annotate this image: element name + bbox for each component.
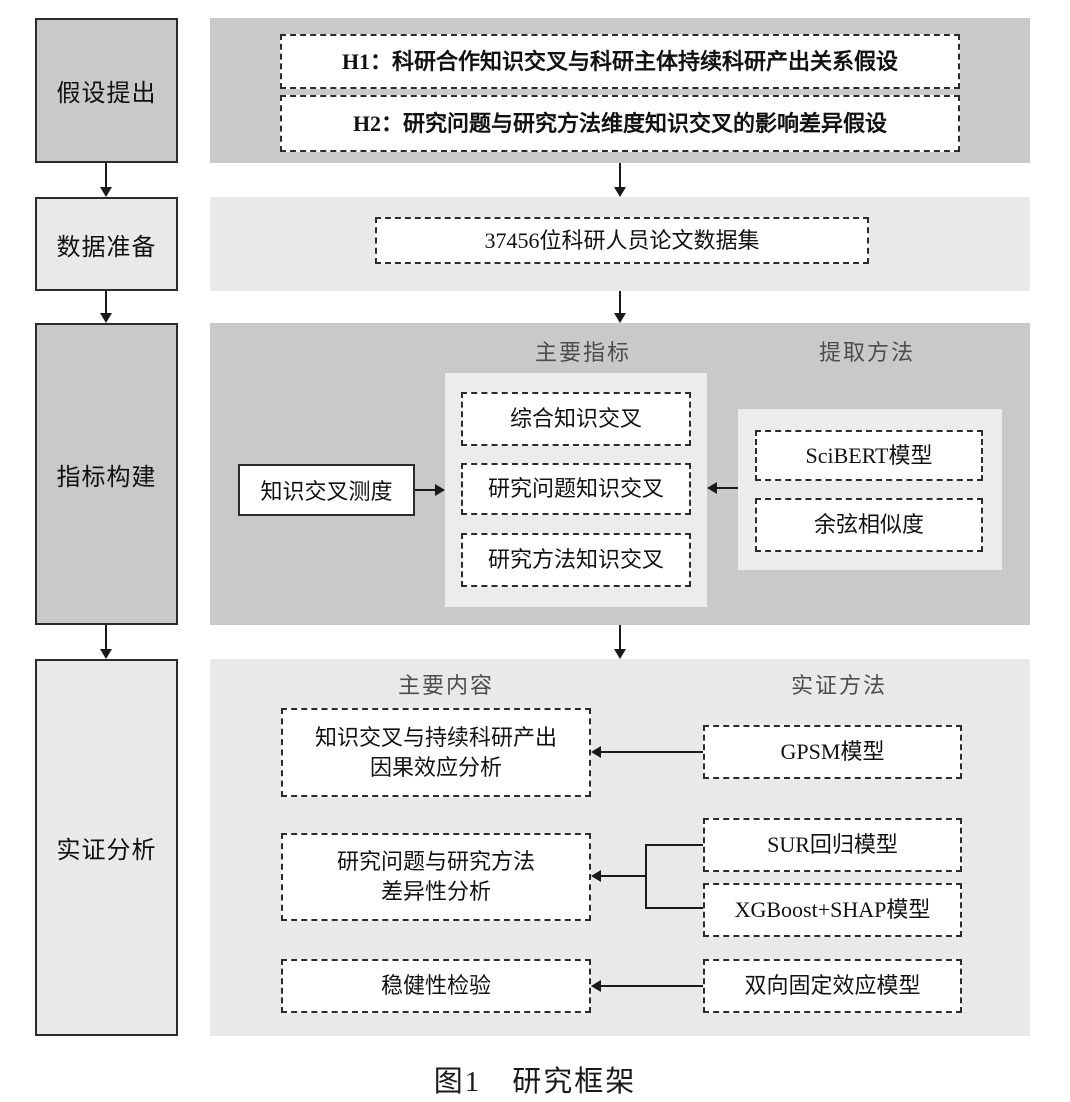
arrow-down-icon bbox=[100, 625, 112, 659]
stage-empirical-analysis: 实证分析 bbox=[35, 659, 178, 1036]
method-text: SciBERT模型 bbox=[805, 442, 933, 468]
method-text: 余弦相似度 bbox=[813, 512, 924, 537]
indicator-text: 研究问题知识交叉 bbox=[487, 476, 664, 501]
stage-label: 实证分析 bbox=[56, 838, 157, 864]
method-box-cosine-similarity: 余弦相似度 bbox=[755, 498, 983, 552]
extraction-methods-container: SciBERT模型 余弦相似度 bbox=[738, 409, 1002, 570]
arrow-left-icon bbox=[707, 482, 738, 494]
connector-line bbox=[645, 907, 703, 909]
stage-label: 指标构建 bbox=[56, 464, 157, 491]
method-box-sur-regression: SUR回归模型 bbox=[703, 818, 962, 872]
hypothesis-h2-box: H2：研究问题与研究方法维度知识交叉的影响差异假设 bbox=[280, 95, 960, 152]
arrow-down-icon bbox=[100, 291, 112, 323]
indicator-box-research-question: 研究问题知识交叉 bbox=[461, 463, 691, 515]
panel-hypothesis: H1：科研合作知识交叉与科研主体持续科研产出关系假设 H2：研究问题与研究方法维… bbox=[210, 18, 1030, 163]
method-box-xgboost-shap: XGBoost+SHAP模型 bbox=[703, 883, 962, 937]
content-box-difference-analysis: 研究问题与研究方法 差异性分析 bbox=[281, 833, 591, 921]
arrow-right-icon bbox=[415, 484, 445, 496]
column-header-main-content: 主要内容 bbox=[397, 673, 494, 698]
stage-label: 数据准备 bbox=[56, 234, 157, 261]
knowledge-intersection-measure-box: 知识交叉测度 bbox=[238, 464, 415, 516]
indicator-text: 综合知识交叉 bbox=[509, 406, 642, 431]
arrow-down-icon bbox=[614, 163, 626, 197]
stage-hypothesis: 假设提出 bbox=[35, 18, 178, 163]
method-text: 双向固定效应模型 bbox=[744, 973, 921, 998]
dataset-box: 37456位科研人员论文数据集 bbox=[375, 217, 869, 264]
arrow-down-icon bbox=[614, 625, 626, 659]
panel-indicator-construction: 主要指标 提取方法 知识交叉测度 综合知识交叉 研究问题知识交叉 研究方法知识交… bbox=[210, 323, 1030, 625]
content-text-line1: 研究问题与研究方法 bbox=[336, 849, 535, 874]
column-header-extraction-methods: 提取方法 bbox=[818, 340, 915, 365]
indicator-text: 研究方法知识交叉 bbox=[487, 547, 664, 572]
method-box-two-way-fixed-effects: 双向固定效应模型 bbox=[703, 959, 962, 1013]
content-box-robustness-test: 稳健性检验 bbox=[281, 959, 591, 1013]
figure-caption: 图1 研究框架 bbox=[433, 1066, 637, 1098]
connector-line bbox=[645, 844, 703, 846]
arrow-left-icon bbox=[591, 980, 703, 992]
arrow-left-icon bbox=[591, 746, 703, 758]
content-box-causal-effect-analysis: 知识交叉与持续科研产出 因果效应分析 bbox=[281, 708, 591, 797]
stage-indicator-construction: 指标构建 bbox=[35, 323, 178, 625]
arrow-down-icon bbox=[100, 163, 112, 197]
measure-text: 知识交叉测度 bbox=[260, 479, 393, 504]
stage-data-preparation: 数据准备 bbox=[35, 197, 178, 291]
method-text: GPSM模型 bbox=[780, 739, 885, 764]
method-box-gpsm: GPSM模型 bbox=[703, 725, 962, 779]
column-header-empirical-methods: 实证方法 bbox=[790, 673, 887, 698]
hypothesis-h2-text: H2：研究问题与研究方法维度知识交叉的影响差异假设 bbox=[352, 110, 888, 136]
panel-data-preparation: 37456位科研人员论文数据集 bbox=[210, 197, 1030, 291]
hypothesis-h1-box: H1：科研合作知识交叉与科研主体持续科研产出关系假设 bbox=[280, 34, 960, 89]
content-text-line1: 稳健性检验 bbox=[380, 973, 491, 998]
panel-empirical-analysis: 主要内容 实证方法 知识交叉与持续科研产出 因果效应分析 GPSM模型 研究问题… bbox=[210, 659, 1030, 1036]
content-text-line1: 知识交叉与持续科研产出 bbox=[314, 724, 557, 750]
method-text: SUR回归模型 bbox=[767, 832, 898, 857]
column-header-indicators: 主要指标 bbox=[534, 340, 631, 365]
hypothesis-h1-text: H1：科研合作知识交叉与科研主体持续科研产出关系假设 bbox=[341, 48, 899, 74]
method-box-scibert: SciBERT模型 bbox=[755, 430, 983, 481]
indicator-box-research-method: 研究方法知识交叉 bbox=[461, 533, 691, 587]
indicators-container: 综合知识交叉 研究问题知识交叉 研究方法知识交叉 bbox=[445, 373, 707, 607]
content-text-line2: 因果效应分析 bbox=[369, 754, 502, 780]
arrow-left-icon bbox=[591, 870, 647, 882]
dataset-text: 37456位科研人员论文数据集 bbox=[484, 227, 760, 253]
indicator-box-overall: 综合知识交叉 bbox=[461, 392, 691, 446]
method-text: XGBoost+SHAP模型 bbox=[734, 897, 931, 922]
stage-label: 假设提出 bbox=[56, 81, 157, 107]
content-text-line2: 差异性分析 bbox=[380, 879, 491, 904]
arrow-down-icon bbox=[614, 291, 626, 323]
